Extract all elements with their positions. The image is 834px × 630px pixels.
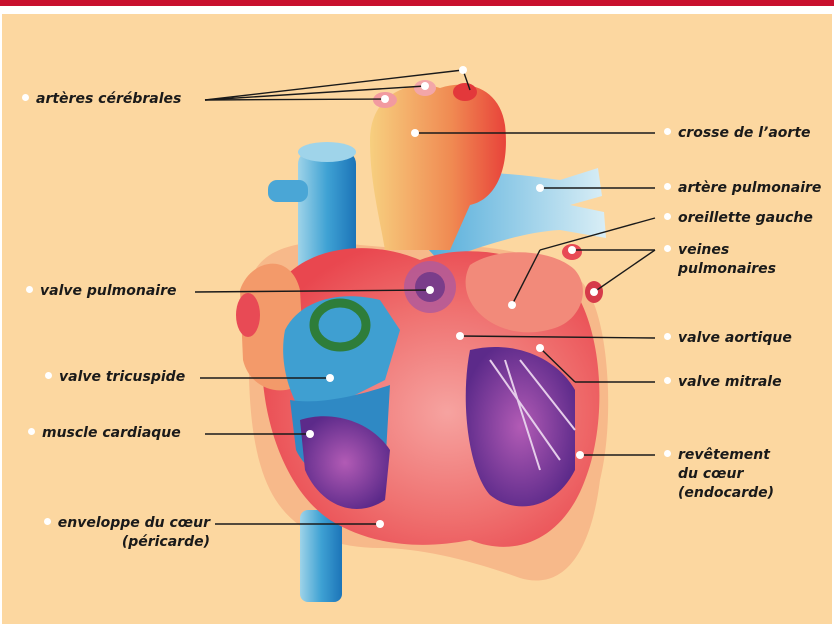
vein-left-1	[236, 293, 260, 337]
label-valve-pulmonaire: valve pulmonaire	[26, 282, 176, 301]
label-muscle-cardiaque: muscle cardiaque	[28, 424, 181, 443]
label-veines-pulmonaires: veines pulmonaires	[664, 241, 776, 279]
label-crosse-aorte: crosse de l’aorte	[664, 124, 811, 143]
label-valve-tricuspide: valve tricuspide	[45, 368, 185, 387]
label-revetement-coeur: revêtement du cœur (endocarde)	[664, 446, 774, 503]
label-arteres-cerebrales: artères cérébrales	[22, 90, 181, 109]
vena-cava-opening	[298, 142, 356, 162]
aorta-branch-3	[453, 83, 477, 101]
label-enveloppe-coeur: enveloppe du cœur (péricarde)	[14, 514, 210, 552]
label-oreillette-gauche: oreillette gauche	[664, 209, 813, 228]
muscle-left	[466, 347, 575, 506]
label-valve-mitrale: valve mitrale	[664, 373, 782, 392]
vena-cava-branch	[268, 180, 308, 202]
label-artere-pulmonaire: artère pulmonaire	[664, 179, 821, 198]
label-valve-aortique: valve aortique	[664, 329, 792, 348]
